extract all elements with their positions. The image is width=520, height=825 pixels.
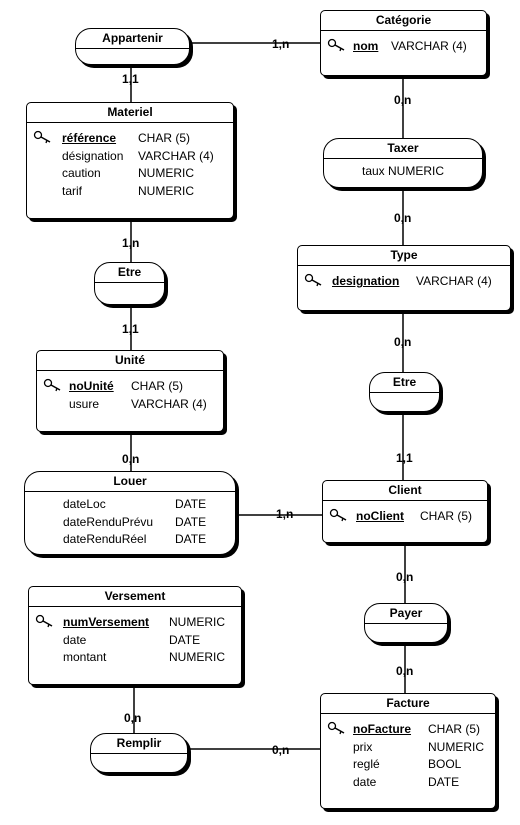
cardinality-label: 0,n <box>122 452 140 466</box>
cardinality-label: 1,n <box>272 37 290 51</box>
attribute-type: CHAR (5) <box>131 379 184 393</box>
attribute-type: NUMERIC <box>138 166 194 180</box>
entity-title: Catégorie <box>321 11 486 31</box>
key-icon <box>33 130 51 144</box>
attribute-type: DATE <box>175 514 207 529</box>
entity-title: Client <box>323 481 487 501</box>
attribute-name: date <box>63 632 87 647</box>
attribute-name: caution <box>62 166 101 180</box>
attribute-name: dateRenduPrévu <box>63 514 154 529</box>
association-louer[interactable]: Louer dateLoc DATE dateRenduPrévu DATE d… <box>24 471 236 555</box>
association-title: Etre <box>95 263 164 283</box>
attribute-type: DATE <box>169 632 201 647</box>
key-icon <box>327 38 345 52</box>
cardinality-label: 0,n <box>396 570 414 584</box>
attribute-type: NUMERIC <box>138 183 194 198</box>
attribute-type: NUMERIC <box>169 615 225 629</box>
attribute-type: VARCHAR (4) <box>138 148 214 163</box>
attribute-type: VARCHAR (4) <box>131 396 207 411</box>
association-title: Etre <box>370 373 439 393</box>
association-title: Appartenir <box>76 29 189 49</box>
attribute-type: CHAR (5) <box>428 722 481 736</box>
entity-versement[interactable]: Versement numVersement NUMERIC date DATE… <box>28 586 242 685</box>
key-icon <box>304 273 322 287</box>
attribute-type: NUMERIC <box>428 739 484 754</box>
attribute-name: designation <box>332 274 400 288</box>
entity-title: Type <box>298 246 510 266</box>
attribute-name: noClient <box>356 509 404 523</box>
entity-title: Materiel <box>27 103 233 123</box>
entity-title: Unité <box>37 351 223 371</box>
entity-title: Facture <box>321 694 495 714</box>
attribute-name: noUnité <box>69 379 114 393</box>
cardinality-label: 0,n <box>124 711 142 725</box>
attribute-type: DATE <box>175 497 207 511</box>
attribute-name: référence <box>62 131 117 145</box>
association-etre-left[interactable]: Etre <box>94 262 165 305</box>
attribute-type: CHAR (5) <box>138 131 191 145</box>
association-title: Taxer <box>324 139 482 159</box>
association-title: Remplir <box>91 734 187 754</box>
entity-categorie[interactable]: Catégorie nom VARCHAR (4) <box>320 10 487 76</box>
cardinality-label: 1,n <box>276 507 294 521</box>
attribute-name: numVersement <box>63 615 150 629</box>
attribute-name: reglé <box>353 757 380 771</box>
association-appartenir[interactable]: Appartenir <box>75 28 190 65</box>
key-icon <box>35 614 53 628</box>
attribute-type: BOOL <box>428 757 462 771</box>
attribute-type: DATE <box>428 774 460 789</box>
entity-facture[interactable]: Facture noFacture CHAR (5) prix NUMERIC … <box>320 693 496 809</box>
attribute-name: dateRenduRéel <box>63 532 147 546</box>
association-taxer[interactable]: Taxer taux NUMERIC <box>323 138 483 188</box>
attribute-type: NUMERIC <box>169 650 225 664</box>
cardinality-label: 1,1 <box>122 322 139 336</box>
attribute-name: noFacture <box>353 722 412 736</box>
key-icon <box>43 378 61 392</box>
entity-materiel[interactable]: Materiel référence CHAR (5) désignation … <box>26 102 234 219</box>
attribute-name: désignation <box>62 148 124 163</box>
attribute-name: dateLoc <box>63 497 106 511</box>
association-remplir[interactable]: Remplir <box>90 733 188 773</box>
cardinality-label: 1,1 <box>396 451 413 465</box>
cardinality-label: 0,n <box>272 743 290 757</box>
entity-unite[interactable]: Unité noUnité CHAR (5) usure VARCHAR (4) <box>36 350 224 432</box>
attribute-name: montant <box>63 650 107 664</box>
attribute-name: date <box>353 774 377 789</box>
entity-client[interactable]: Client noClient CHAR (5) <box>322 480 488 543</box>
attribute-name: prix <box>353 739 373 754</box>
attribute-type: VARCHAR (4) <box>391 39 467 53</box>
attribute-name: usure <box>69 396 100 411</box>
cardinality-label: 0,n <box>394 211 412 225</box>
attribute-name: tarif <box>62 183 83 198</box>
association-title: Payer <box>365 604 447 624</box>
entity-type[interactable]: Type designation VARCHAR (4) <box>297 245 511 311</box>
cardinality-label: 1,n <box>122 236 140 250</box>
cardinality-label: 0,n <box>394 335 412 349</box>
cardinality-label: 1,1 <box>122 72 139 86</box>
attribute-name: nom <box>353 39 379 53</box>
key-icon <box>329 508 347 522</box>
association-etre-right[interactable]: Etre <box>369 372 440 412</box>
attribute-type: VARCHAR (4) <box>416 274 492 288</box>
association-title: Louer <box>25 472 235 492</box>
entity-title: Versement <box>29 587 241 607</box>
attribute-type: DATE <box>175 532 207 546</box>
key-icon <box>327 721 345 735</box>
association-payer[interactable]: Payer <box>364 603 448 643</box>
cardinality-label: 0,n <box>396 664 414 678</box>
cardinality-label: 0,n <box>394 93 412 107</box>
association-attribute-type: NUMERIC <box>388 164 445 178</box>
association-attribute-name: taux <box>361 164 385 178</box>
attribute-type: CHAR (5) <box>420 509 473 523</box>
